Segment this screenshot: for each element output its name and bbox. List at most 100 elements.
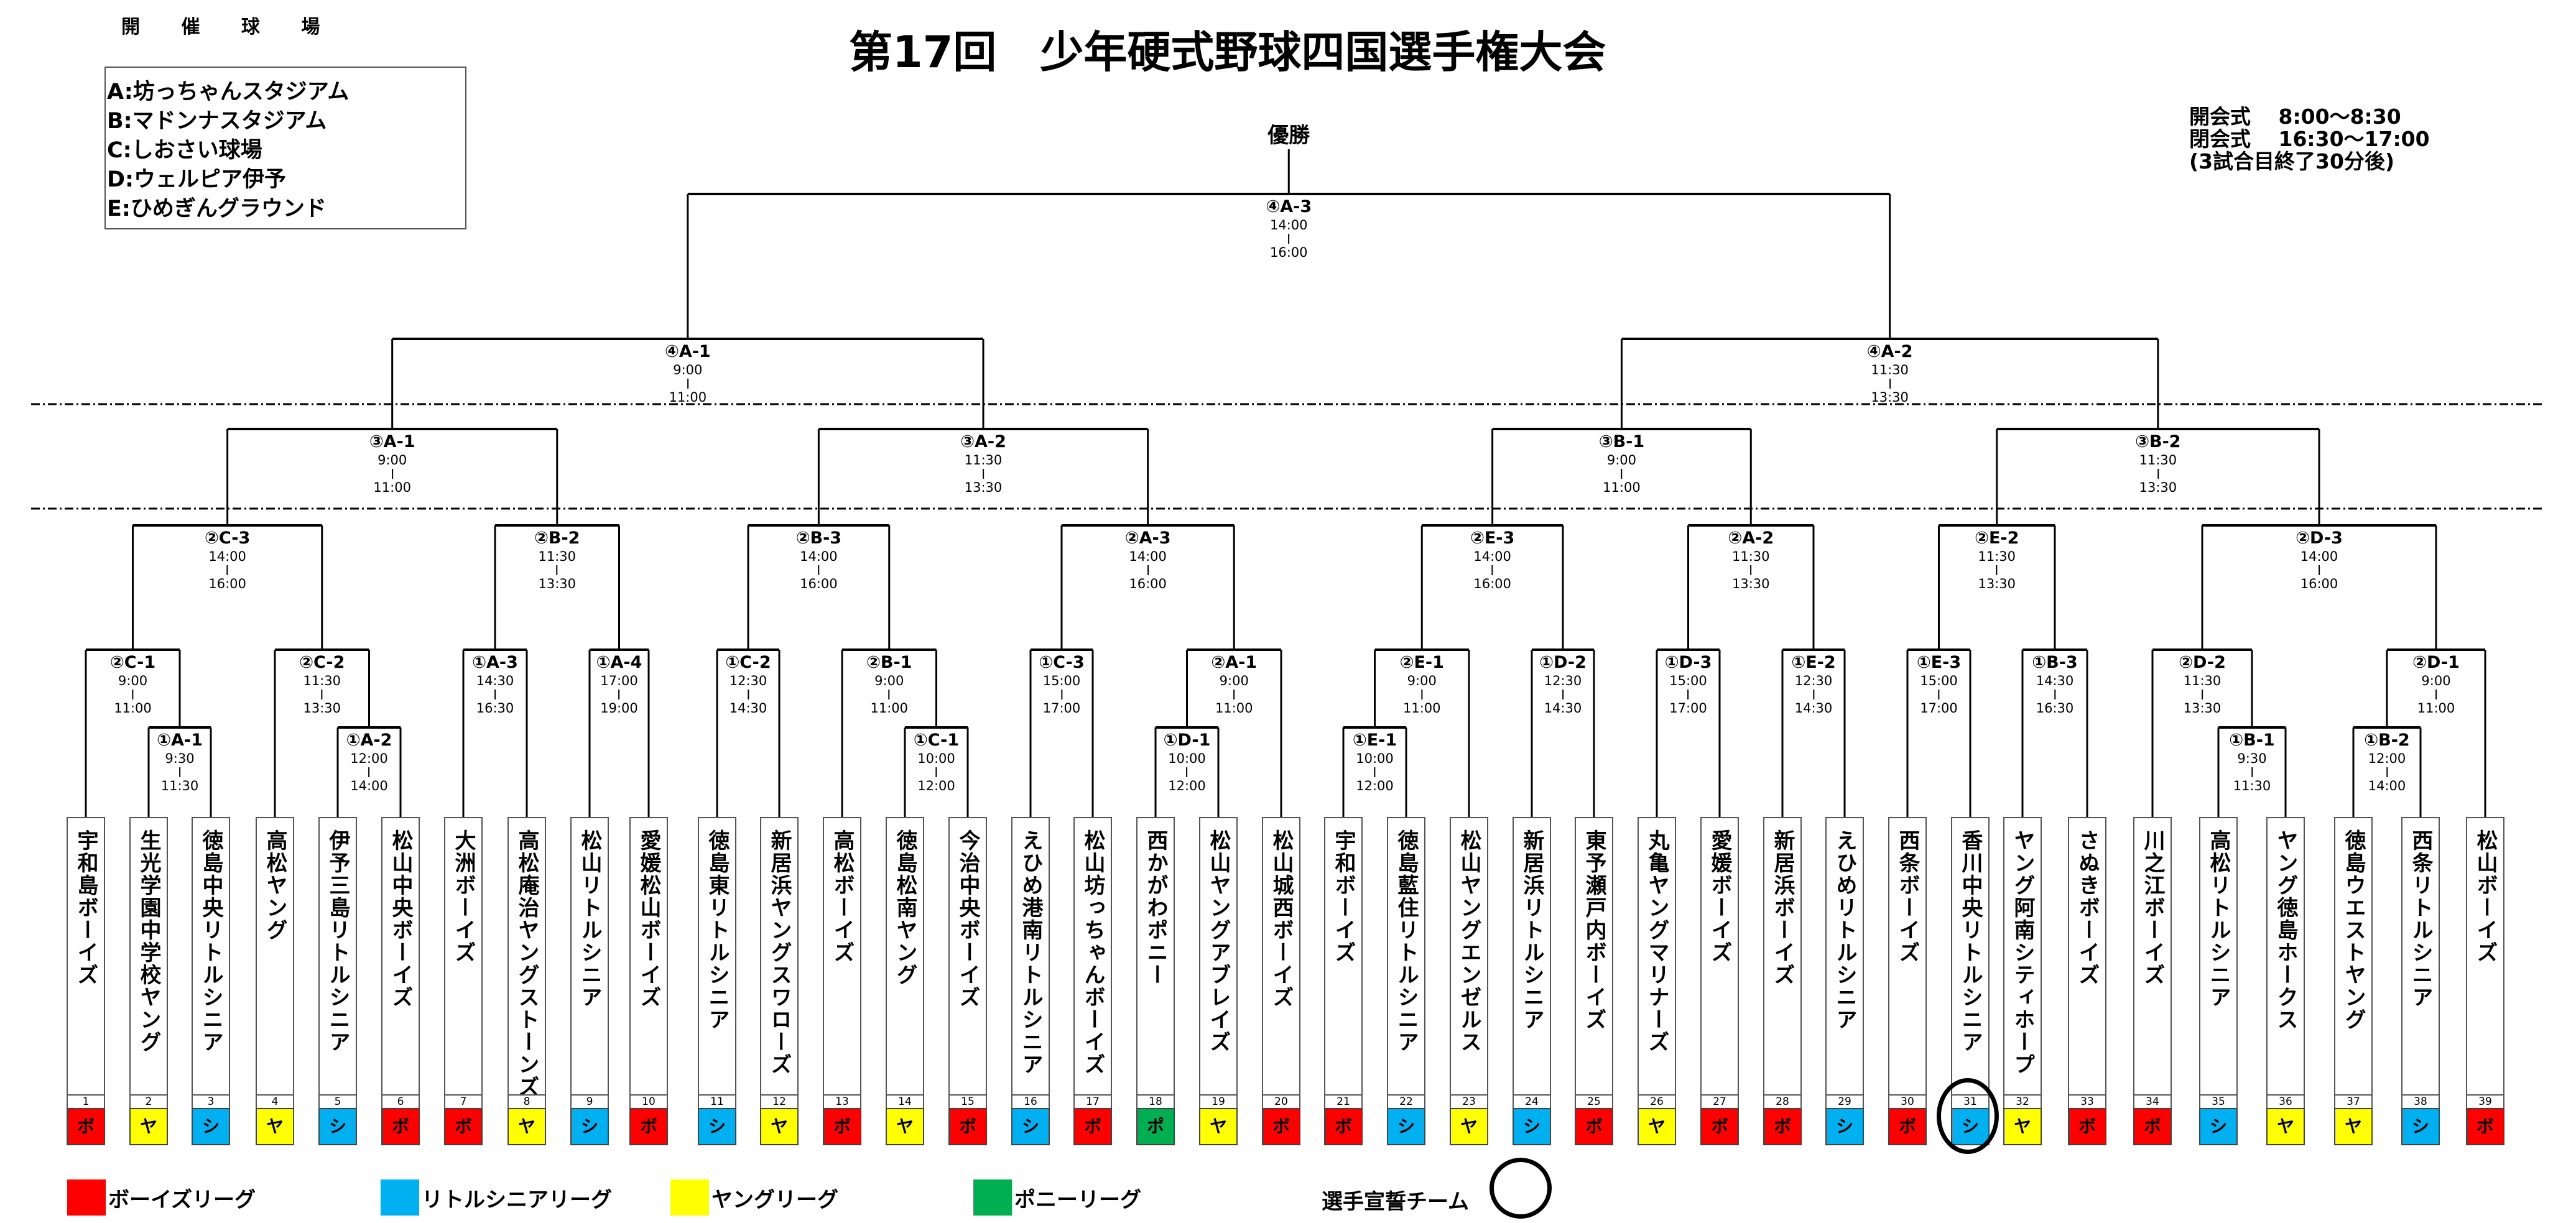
team-number: 36 (2266, 1094, 2305, 1108)
match-start-time: 14:00 (800, 549, 838, 564)
champion-label: 優勝 (1267, 123, 1310, 148)
league-badge: ヤ (1450, 1108, 1488, 1145)
league-badge: ボ (2068, 1108, 2106, 1145)
venue-heading: 開 催 球 場 (121, 16, 338, 38)
league-badge: ボ (1888, 1108, 1927, 1145)
match-start-time: 11:30 (1871, 362, 1909, 377)
match-code: ①E-1 (1352, 731, 1397, 750)
team-number: 13 (823, 1094, 861, 1108)
match-code: ③B-2 (2135, 432, 2181, 451)
match-code: ①A-1 (157, 731, 203, 750)
match-start-time: 14:00 (1473, 549, 1511, 564)
match-code: ①A-4 (596, 653, 642, 672)
team-number: 2 (129, 1094, 168, 1108)
match-end-time: 16:30 (2036, 701, 2074, 716)
league-badge: ボ (2466, 1108, 2504, 1145)
team-name: 西条リトルシニア (2401, 817, 2440, 1094)
team-number: 12 (760, 1094, 799, 1108)
match-end-time: 16:00 (1269, 245, 1308, 260)
time-separator (1812, 690, 1814, 699)
match-code: ②A-3 (1124, 528, 1171, 548)
league-badge: ヤ (256, 1108, 294, 1145)
opening-ceremony: 開会式 8:00～8:30 (2189, 104, 2401, 129)
time-separator (494, 690, 496, 699)
match-end-time: 16:00 (2300, 576, 2338, 591)
team-number: 33 (2068, 1094, 2106, 1108)
match-start-time: 15:00 (1669, 673, 1707, 688)
match-start-time: 14:30 (476, 673, 514, 688)
team-number: 20 (1262, 1094, 1300, 1108)
match-code: ①E-3 (1916, 653, 1962, 672)
legend-pony: ポニーリーグ (973, 1179, 1141, 1216)
team-number: 38 (2401, 1094, 2440, 1108)
time-separator (888, 690, 890, 699)
time-separator (618, 690, 620, 699)
legend-swatch-pony (973, 1179, 1012, 1216)
time-separator (1996, 565, 1998, 575)
match-code: ①B-2 (2364, 731, 2410, 750)
team-number: 10 (629, 1094, 668, 1108)
team-name: 香川中央リトルシニア (1951, 817, 1990, 1094)
match-start-time: 9:00 (378, 453, 407, 468)
match-code: ②B-2 (534, 528, 580, 548)
match-start-time: 11:30 (964, 453, 1003, 468)
team-name: 松山ボーイズ (2466, 817, 2504, 1094)
closing-note: (3試合目終了30分後) (2189, 149, 2395, 173)
team-number: 34 (2133, 1094, 2172, 1108)
match-code: ①D-3 (1664, 653, 1712, 672)
time-separator (321, 690, 323, 699)
match-end-time: 17:00 (1920, 701, 1958, 716)
team-number: 25 (1575, 1094, 1613, 1108)
time-separator (226, 565, 228, 575)
match-end-time: 14:30 (1544, 701, 1582, 716)
time-separator (179, 767, 180, 777)
match-end-time: 16:00 (800, 576, 838, 591)
match-end-time: 13:30 (538, 576, 577, 591)
time-separator (1147, 565, 1149, 575)
time-separator (2054, 690, 2055, 699)
match-start-time: 11:30 (1731, 549, 1770, 564)
team-number: 7 (444, 1094, 483, 1108)
match-end-time: 16:30 (476, 701, 514, 716)
time-separator (556, 565, 558, 575)
match-code: ②E-3 (1470, 528, 1515, 548)
match-end-time: 13:30 (2183, 701, 2222, 716)
league-badge: ボ (381, 1108, 420, 1145)
team-number: 23 (1450, 1094, 1488, 1108)
match-end-time: 14:30 (1794, 701, 1833, 716)
time-separator (2202, 690, 2203, 699)
match-code: ②A-1 (1211, 653, 1258, 672)
match-code: ②B-3 (795, 528, 842, 548)
match-code: ④A-1 (664, 342, 711, 361)
match-code: ①C-3 (1039, 653, 1085, 672)
match-code: ②E-1 (1399, 653, 1444, 672)
match-end-time: 11:30 (160, 778, 199, 793)
team-number: 5 (318, 1094, 357, 1108)
league-badge: ヤ (2003, 1108, 2042, 1145)
oath-team-label: 選手宣誓チーム (1322, 1189, 1469, 1214)
league-badge: シ (1387, 1108, 1425, 1145)
time-separator (1374, 767, 1376, 777)
team-name: 松山坊っちゃんボーイズ (1073, 817, 1112, 1094)
